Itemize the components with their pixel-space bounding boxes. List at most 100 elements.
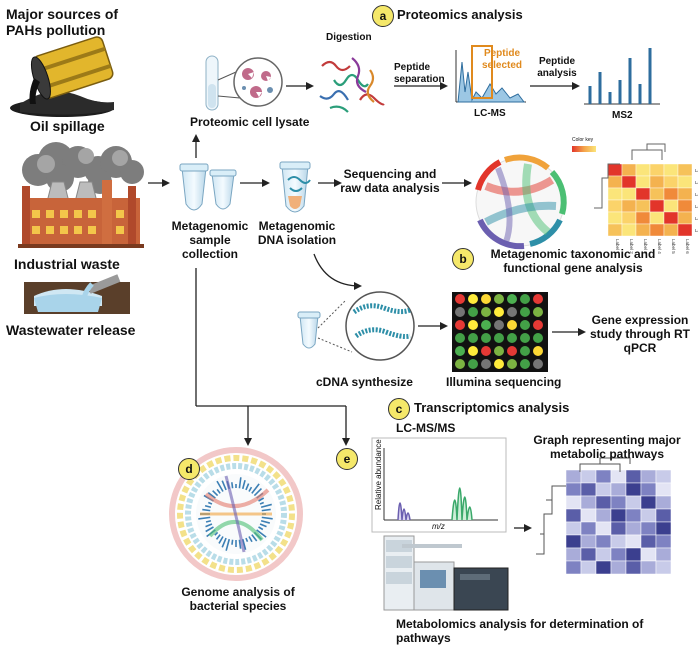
circos-bar	[258, 497, 265, 502]
wastewater-label: Wastewater release	[6, 322, 136, 338]
heatmap-cell	[565, 534, 582, 549]
heatmap-cell	[610, 521, 627, 536]
lcms-label: LC-MS	[474, 108, 506, 119]
illumina-spot	[494, 346, 504, 356]
heatmap-cell	[677, 199, 693, 213]
heatmap-cell	[565, 521, 582, 536]
circos-bar	[245, 537, 249, 543]
lcmsms-plot	[371, 437, 507, 533]
illumina-spot	[481, 333, 491, 343]
heatmap-row-label: Label A	[695, 168, 698, 173]
illumina-spot	[455, 320, 465, 330]
heatmap-cell	[610, 508, 627, 523]
circos-bar	[231, 539, 234, 545]
metabolomics-title: Metabolomics analysis for determination …	[396, 617, 644, 645]
illumina-spot	[533, 346, 543, 356]
illumina-spot	[507, 333, 517, 343]
heatmap-cell	[565, 508, 582, 523]
oil-barrel-icon	[10, 36, 114, 117]
illumina-spot	[507, 307, 517, 317]
circos-bar	[204, 504, 212, 509]
heatmap-cell	[677, 163, 693, 177]
lysate-label: Proteomic cell lysate	[190, 115, 310, 129]
illumina-spot	[507, 346, 517, 356]
heatmap-cell	[635, 175, 651, 189]
circos-bar	[202, 508, 211, 512]
heatmap-cell	[663, 187, 679, 201]
heatmap-cell	[610, 534, 627, 549]
illumina-spot	[520, 320, 530, 330]
metabolic-graph-label: Graph representing major metabolic pathw…	[533, 433, 681, 461]
badge-b: b	[452, 248, 474, 270]
illumina-spot	[494, 320, 504, 330]
circos-bar	[259, 501, 265, 505]
heatmap-cell	[595, 508, 612, 523]
industrial-waste-label: Industrial waste	[14, 256, 120, 272]
heatmap-col-label: Label 5	[671, 239, 676, 254]
heatmap-cell	[621, 163, 637, 177]
circos-bar	[241, 479, 246, 490]
lcms-chromatogram	[455, 45, 526, 103]
illumina-spot	[533, 294, 543, 304]
illumina-spot	[455, 294, 465, 304]
illumina-spot	[494, 333, 504, 343]
circos-bar	[231, 482, 234, 489]
ms2-label: MS2	[612, 110, 633, 121]
heatmap-cell	[580, 469, 597, 484]
color-key-label: Color key	[572, 137, 594, 143]
heatmap-cell	[580, 508, 597, 523]
peptide-selected-label: Peptide selected	[481, 48, 523, 71]
illumina-spot	[533, 333, 543, 343]
illumina-spot	[455, 333, 465, 343]
circos-bar	[207, 501, 213, 505]
heatmap-cell	[677, 223, 693, 237]
lcms-instrument-icon	[383, 535, 509, 611]
circos-bar	[214, 531, 219, 536]
heatmap-cell	[625, 521, 642, 536]
heatmap-cell	[655, 534, 672, 549]
gene-expression-label: Gene expression study through RT qPCR	[590, 313, 690, 355]
heatmap-cell	[607, 187, 623, 201]
heatmap-cell	[640, 495, 657, 510]
heatmap-cell	[655, 469, 672, 484]
heatmap-cell	[677, 211, 693, 225]
circos-bar	[212, 490, 219, 497]
heatmap-cell	[640, 521, 657, 536]
transcriptomics-title: Transcriptomics analysis	[414, 400, 570, 415]
heatmap-cell	[607, 175, 623, 189]
heatmap-cell	[625, 560, 642, 575]
heatmap-cell	[640, 469, 657, 484]
heatmap-cell	[655, 495, 672, 510]
illumina-spot	[468, 333, 478, 343]
circos-bar	[198, 516, 211, 520]
heatmap-cell	[655, 482, 672, 497]
circos-bar	[241, 538, 247, 550]
heatmap-row-label: Label F	[695, 228, 698, 233]
sample-tubes-icon	[179, 163, 237, 211]
heatmap-cell	[595, 521, 612, 536]
heatmap-cell	[565, 469, 582, 484]
ms2-spectrum	[584, 48, 660, 105]
heatmap-cell	[649, 211, 665, 225]
heatmap-cell	[625, 482, 642, 497]
heatmap-cell	[610, 495, 627, 510]
heatmap-cell	[625, 495, 642, 510]
metagenomic-analysis-label: Metagenomic taxonomic and functional gen…	[490, 247, 656, 275]
illumina-spot	[481, 346, 491, 356]
heatmap-cell	[580, 521, 597, 536]
factory-icon	[18, 142, 144, 248]
heatmap-cell	[621, 211, 637, 225]
circos-bar	[216, 480, 224, 492]
heatmap-cell	[640, 560, 657, 575]
circos-bar	[248, 486, 253, 492]
circos-bar	[205, 523, 213, 528]
heatmap-cell	[625, 508, 642, 523]
heatmap-cell	[595, 534, 612, 549]
circos-genome-plot	[169, 447, 303, 581]
heatmap-cell	[625, 469, 642, 484]
heatmap-cell	[595, 469, 612, 484]
heatmap-cell	[640, 547, 657, 562]
illumina-spot	[468, 307, 478, 317]
heatmap-cell	[649, 223, 665, 237]
illumina-spot	[455, 359, 465, 369]
